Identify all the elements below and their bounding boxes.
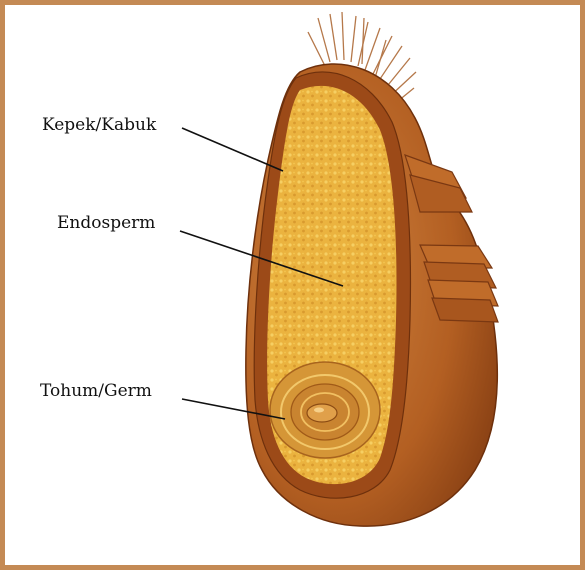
endosperm-label: Endosperm (57, 213, 155, 233)
germ (270, 362, 380, 458)
germ-label: Tohum/Germ (40, 381, 152, 401)
bran-leader-line (182, 128, 283, 171)
bran-label: Kepek/Kabuk (42, 115, 157, 135)
